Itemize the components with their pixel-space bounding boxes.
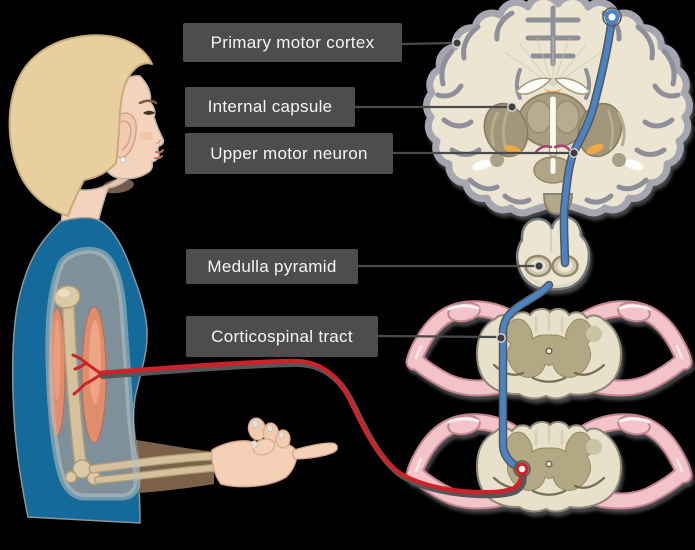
- label-text: Upper motor neuron: [210, 143, 368, 163]
- spinal-cord-level-2: [414, 413, 684, 511]
- humerus-bone: [63, 293, 85, 465]
- hair: [8, 34, 153, 217]
- medulla-section: [515, 215, 591, 291]
- label-text: Internal capsule: [207, 97, 333, 116]
- lips: [154, 149, 164, 160]
- thumb: [252, 438, 276, 456]
- radius-bone: [89, 452, 216, 473]
- label-text: Primary motor cortex: [210, 32, 375, 52]
- label-primary-motor-cortex[interactable]: Primary motor cortex: [183, 23, 402, 62]
- third-ventricle: [548, 95, 558, 157]
- neuron-start-marker: [602, 7, 622, 27]
- motor-nerve-branches: [71, 353, 102, 396]
- leader-lines: [355, 41, 570, 339]
- eye: [143, 110, 155, 115]
- index-finger: [291, 442, 338, 460]
- label-upper-motor-neuron[interactable]: Upper motor neuron: [185, 133, 393, 174]
- hand: [211, 417, 338, 488]
- label-internal-capsule[interactable]: Internal capsule: [185, 87, 355, 127]
- arm-bones-and-muscles: [45, 246, 217, 501]
- label-text: Medulla pyramid: [207, 256, 337, 276]
- spinal-cord-level-1: [414, 300, 684, 398]
- label-corticospinal-tract[interactable]: Corticospinal tract: [186, 316, 378, 357]
- eyebrow: [138, 99, 158, 105]
- leader-dots: [452, 38, 579, 343]
- person-figure: [8, 34, 338, 524]
- lower-motor-neuron-path: [71, 353, 527, 499]
- ulna-bone: [95, 465, 216, 483]
- label-medulla-pyramid[interactable]: Medulla pyramid: [186, 249, 358, 284]
- synapse-marker: [513, 460, 531, 478]
- nostril: [156, 139, 161, 144]
- cheek-blush: [139, 132, 153, 140]
- label-text: Corticospinal tract: [211, 326, 353, 346]
- earring: [119, 156, 127, 164]
